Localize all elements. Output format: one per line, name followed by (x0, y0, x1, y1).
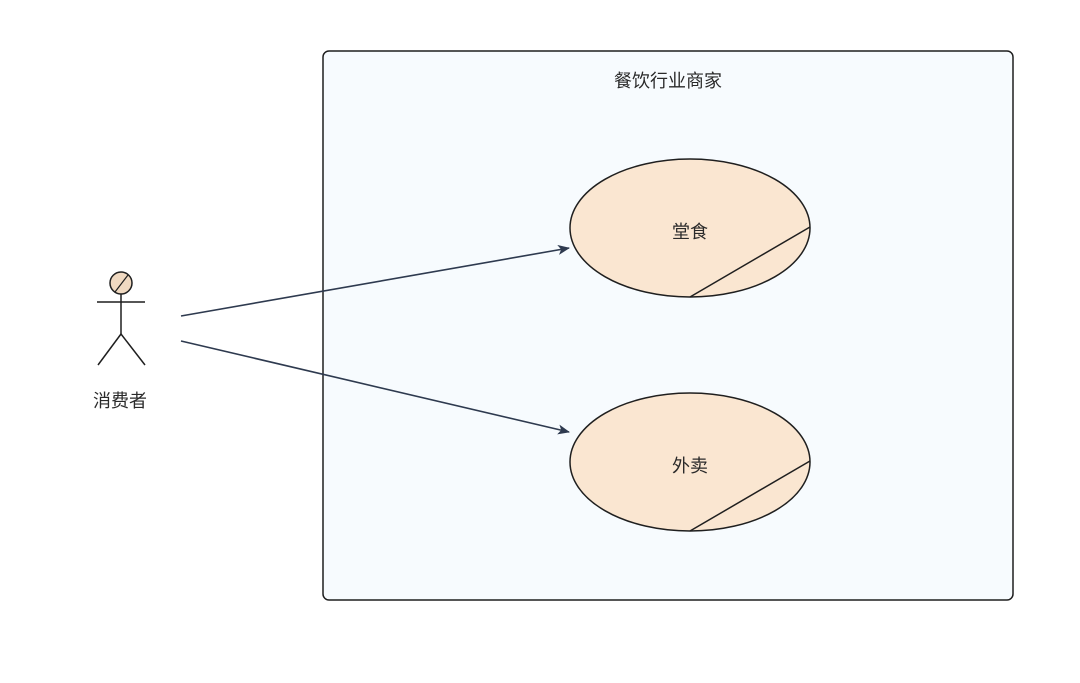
system-boundary-rect (322, 50, 1014, 601)
use-case-dine-in: 堂食 (569, 158, 811, 298)
actor-head-slash (114, 274, 129, 293)
use-case-takeout-label: 外卖 (672, 456, 708, 477)
system-boundary: 餐饮行业商家 (322, 50, 1014, 601)
actor-consumer: 消费者 (93, 271, 147, 412)
use-case-takeout: 外卖 (569, 392, 811, 532)
association-dine-in (180, 244, 570, 317)
actor-head (109, 271, 133, 295)
actor-name: 消费者 (93, 391, 147, 412)
association-takeout (180, 340, 570, 435)
use-case-dine-in-label: 堂食 (672, 222, 708, 243)
use-case-dine-in-slash (689, 226, 811, 298)
system-title: 餐饮行业商家 (614, 71, 722, 92)
use-case-takeout-slash (689, 460, 811, 532)
actor-left-leg (97, 333, 122, 366)
actor-right-leg (120, 333, 146, 366)
